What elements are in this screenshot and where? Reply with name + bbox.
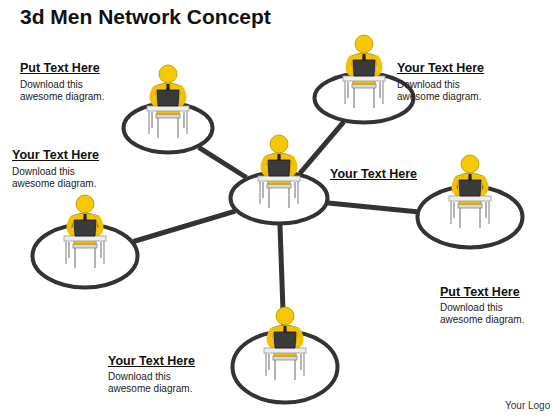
node-heading: Your Text Here: [330, 167, 417, 181]
circle-outline: [230, 329, 340, 405]
node-heading: Put Text Here: [20, 61, 100, 75]
node-description: Download this awesome diagram.: [12, 166, 107, 190]
network-link: [134, 211, 236, 241]
circle-ring: [231, 173, 328, 224]
network-link: [280, 225, 284, 330]
node-description: Download this awesome diagram.: [440, 302, 535, 326]
circle-outline: [415, 184, 525, 250]
node-heading: Your Text Here: [397, 61, 484, 75]
network-circle: Put Text HereDownload this awesome diagr…: [121, 101, 215, 155]
network-circle: Put Text HereDownload this awesome diagr…: [415, 184, 525, 250]
node-heading: Put Text Here: [440, 285, 520, 299]
circle-outline: [121, 101, 215, 155]
network-circle: Your Text Here: [228, 170, 330, 226]
node-heading: Your Text Here: [12, 148, 99, 162]
node-description: Download this awesome diagram.: [108, 371, 203, 395]
network-link: [199, 147, 247, 177]
circle-ring: [124, 104, 213, 153]
network-link: [300, 122, 344, 174]
network-circle: Your Text HereDownload this awesome diag…: [230, 329, 340, 405]
network-circle: Your Text HereDownload this awesome diag…: [30, 222, 140, 290]
node-description: Download this awesome diagram.: [397, 79, 492, 103]
logo-label: Your Logo: [505, 400, 550, 411]
node-heading: Your Text Here: [108, 354, 195, 368]
circle-ring: [233, 332, 338, 403]
circle-ring: [418, 187, 523, 248]
circle-outline: [228, 170, 330, 226]
node-description: Download this awesome diagram.: [20, 79, 115, 103]
network-link: [328, 203, 417, 212]
circle-outline: [30, 222, 140, 290]
network-circle: Your Text HereDownload this awesome diag…: [312, 71, 416, 125]
diagram-title: 3d Men Network Concept: [20, 5, 271, 29]
circle-ring: [33, 225, 138, 288]
